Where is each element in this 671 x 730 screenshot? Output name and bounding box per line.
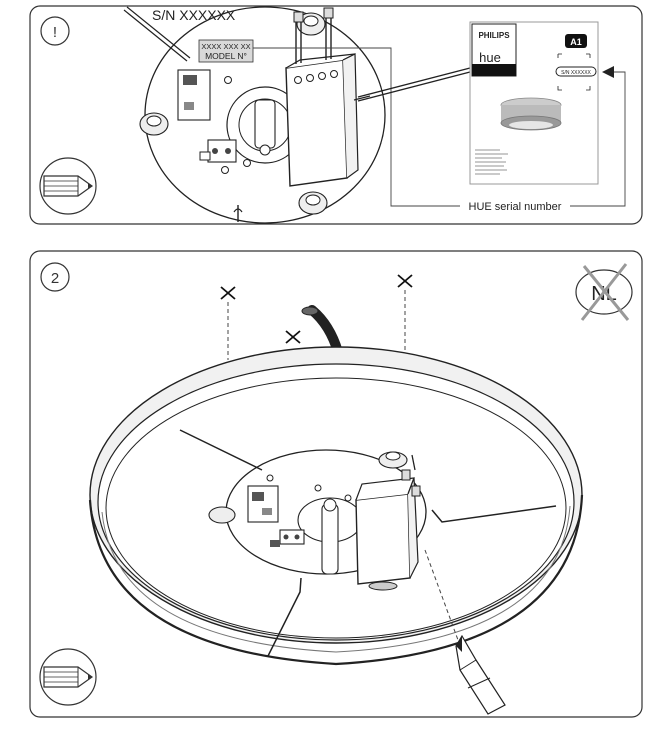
cross-mark-center [285,330,301,344]
mount-post-bottom [298,191,328,215]
serial-number-text: S/N XXXXXX [152,7,236,23]
step-number-2: 2 [51,270,59,287]
circuit-board [177,69,211,121]
manual-serial-box: S/N XXXXXX [561,70,591,76]
terminal-block [199,139,237,163]
pencil-icon-2 [39,648,97,706]
step-panel-2: 2 NL [29,250,643,718]
serial-leader-line [126,6,191,59]
cross-mark-left [220,286,236,360]
manual-callout-line [570,71,626,207]
pencil-icon [39,157,97,215]
driver-box [285,7,359,187]
serial-label-sticker: XXXX XXX XX MODEL N° [198,39,254,63]
lamp-image [500,97,562,131]
user-manual-booklet: PHILIPS hue A1 S/N XXXXXX [469,21,599,185]
manual-badge: A1 [570,37,582,47]
pencil-marking-icon [455,634,506,715]
label-model: MODEL N° [205,51,247,61]
manual-text-lines [475,149,508,175]
mount-post-top-2 [378,451,408,469]
no-language-nl-icon: NL [575,263,633,321]
arrow-left-icon [602,66,614,78]
hue-serial-number-label: HUE serial number [469,201,562,213]
label-callout-line [253,47,460,207]
circuit-board-2 [247,485,279,523]
step-badge-1 [40,16,70,46]
driver-box-2 [355,469,421,591]
pencil-guide-line [424,549,459,641]
terminal-block-2 [270,529,305,547]
manual-product: hue [479,50,501,65]
label-code: XXXX XXX XX [201,42,250,51]
cross-mark-right [397,274,413,352]
mount-post-top [296,12,326,36]
manual-brand: PHILIPS [478,31,510,40]
mount-post-left [139,112,169,136]
mount-post-left-2 [208,506,236,524]
step-panel-1: ! [29,5,643,225]
step-badge-2 [40,262,70,292]
step-number-1: ! [53,24,57,41]
